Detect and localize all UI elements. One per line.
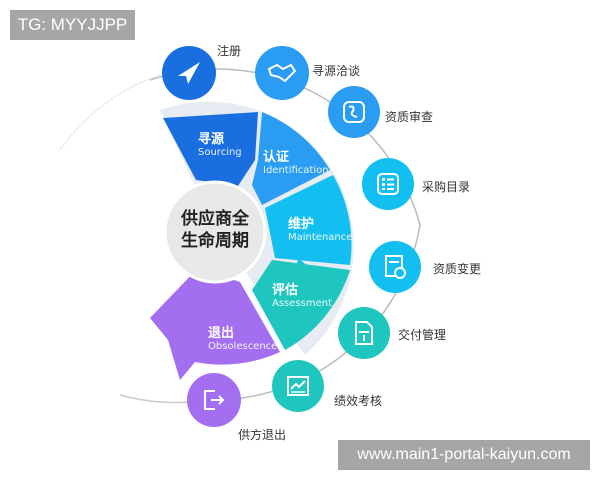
step-register-label: 注册 — [217, 44, 242, 58]
segment-identification — [252, 112, 330, 205]
center-title: 供应商全 生命周期 — [181, 209, 249, 251]
step-qualification-review-label: 资质审查 — [385, 110, 434, 124]
watermark-bottom: www.main1-portal-kaiyun.com — [338, 440, 590, 470]
step-qualification-change — [369, 241, 421, 293]
step-qualification-change-label: 资质变更 — [433, 262, 482, 276]
step-delivery-management — [338, 307, 390, 359]
segment-obsolescence — [150, 268, 280, 380]
document-refresh-icon — [385, 255, 406, 279]
step-qualification-review — [328, 86, 380, 138]
center-circle — [163, 180, 267, 284]
step-procurement-catalog-label: 采购目录 — [422, 180, 471, 194]
trend-chart-icon — [287, 376, 309, 396]
step-supplier-exit-label: 供方退出 — [238, 428, 287, 442]
step-sourcing-negotiation-label: 寻源洽谈 — [312, 64, 361, 78]
list-icon — [377, 173, 399, 195]
segment-sourcing — [163, 112, 258, 186]
segment-assessment — [252, 260, 350, 350]
watermark-top: TG: MYYJJPP — [10, 10, 135, 40]
paper-plane-icon — [178, 62, 200, 84]
step-supplier-exit — [187, 373, 241, 427]
handshake-icon — [267, 63, 297, 83]
step-sourcing-negotiation — [255, 46, 309, 100]
step-performance-evaluation-label: 绩效考核 — [334, 394, 383, 408]
file-upload-icon — [355, 321, 373, 345]
step-delivery-management-label: 交付管理 — [398, 328, 447, 342]
exit-icon — [204, 390, 225, 410]
step-performance-evaluation — [272, 360, 324, 412]
segment-maintenance — [265, 175, 352, 265]
step-register — [162, 46, 216, 100]
step-procurement-catalog — [362, 158, 414, 210]
document-review-icon — [343, 101, 365, 123]
